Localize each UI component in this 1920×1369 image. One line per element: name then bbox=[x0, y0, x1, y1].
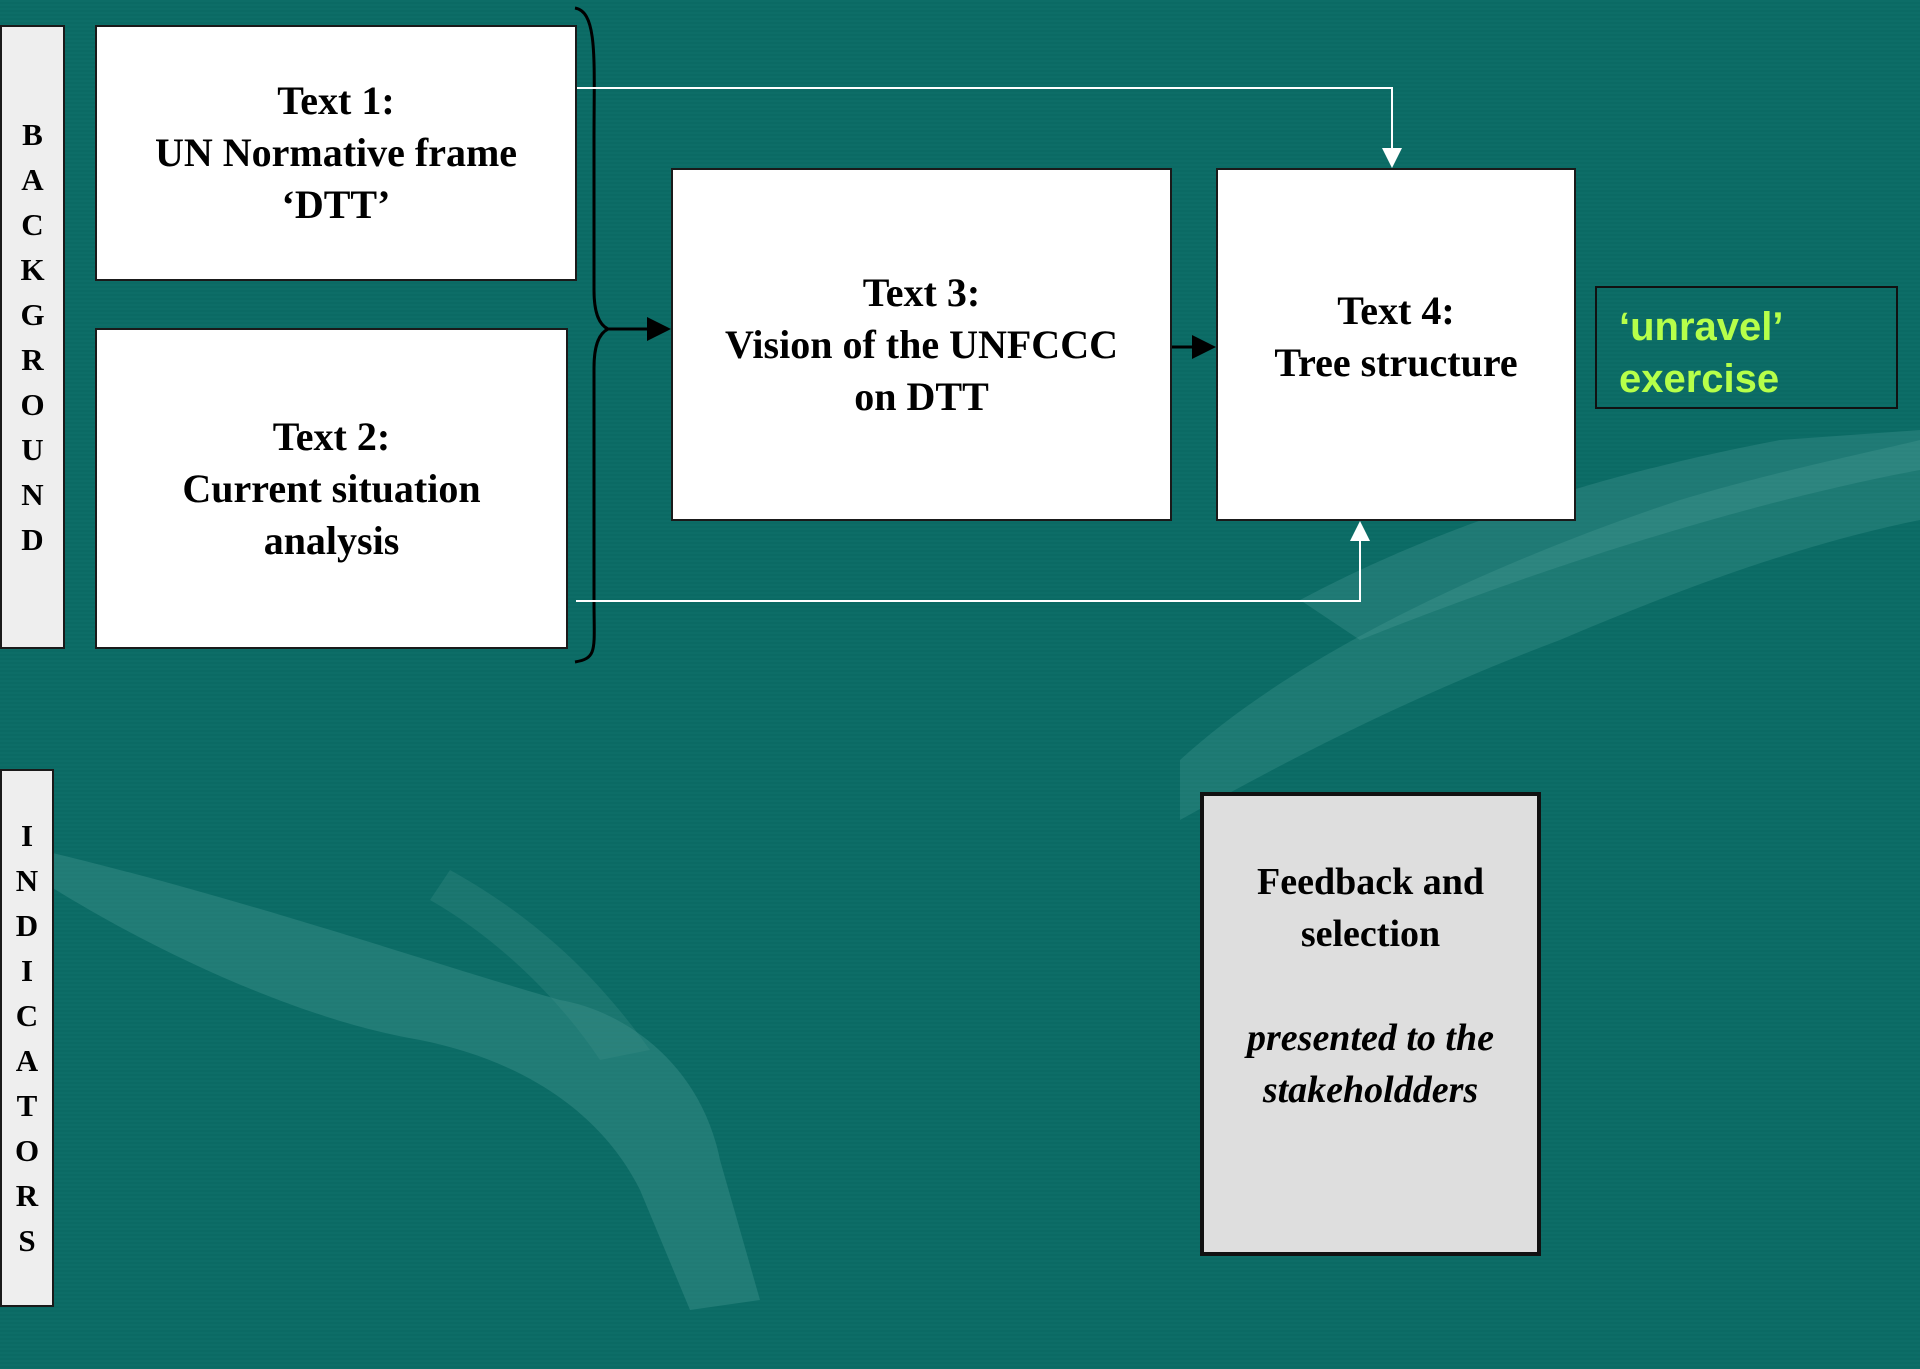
feedback-subtext: presented to the bbox=[1247, 1017, 1494, 1059]
text3-line: Vision of the UNFCCC bbox=[725, 321, 1118, 367]
text1-title: Text 1: bbox=[277, 78, 395, 123]
letter: A bbox=[15, 1043, 39, 1078]
letter: O bbox=[14, 1133, 40, 1168]
letter: N bbox=[21, 477, 44, 512]
letter: A bbox=[21, 162, 44, 197]
letter: D bbox=[15, 908, 39, 943]
letter: R bbox=[15, 1178, 39, 1213]
letter: R bbox=[21, 342, 44, 377]
side-label-indicators: I N D I C A T O R S bbox=[0, 769, 54, 1307]
letter: D bbox=[21, 522, 44, 557]
letter: N bbox=[15, 863, 39, 898]
letter: G bbox=[20, 297, 45, 332]
text2-line: analysis bbox=[263, 517, 400, 563]
letter: K bbox=[20, 252, 45, 287]
text4-box: Text 4: Tree structure bbox=[1216, 168, 1576, 521]
text2-line: Current situation bbox=[182, 465, 481, 511]
unravel-line: exercise bbox=[1619, 357, 1780, 401]
feedback-heading: selection bbox=[1300, 913, 1441, 955]
unravel-line: ‘unravel’ bbox=[1619, 305, 1784, 349]
letter: C bbox=[15, 998, 39, 1033]
text4-title: Text 4: bbox=[1337, 288, 1455, 333]
text1-line: ‘DTT’ bbox=[281, 182, 391, 227]
letter: B bbox=[22, 117, 43, 152]
text2-box: Text 2: Current situation analysis bbox=[95, 328, 568, 649]
text2-title: Text 2: bbox=[272, 413, 391, 459]
letter: I bbox=[20, 953, 34, 988]
letter: U bbox=[21, 432, 44, 467]
feedback-subtext: stakeholdders bbox=[1262, 1069, 1479, 1111]
letter: O bbox=[20, 387, 45, 422]
letter: I bbox=[20, 818, 34, 853]
letter: T bbox=[16, 1088, 38, 1123]
text1-box: Text 1: UN Normative frame ‘DTT’ bbox=[95, 25, 577, 281]
feedback-heading: Feedback and bbox=[1257, 861, 1484, 903]
side-label-background: B A C K G R O U N D bbox=[0, 25, 65, 649]
text3-line: on DTT bbox=[854, 373, 989, 419]
text1-line: UN Normative frame bbox=[154, 130, 518, 175]
letter: S bbox=[18, 1223, 36, 1258]
unravel-exercise-label: ‘unravel’ exercise bbox=[1595, 286, 1898, 409]
text4-line: Tree structure bbox=[1274, 340, 1518, 385]
text3-box: Text 3: Vision of the UNFCCC on DTT bbox=[671, 168, 1172, 521]
letter: C bbox=[21, 207, 44, 242]
text3-title: Text 3: bbox=[862, 269, 981, 315]
feedback-selection-box: Feedback and selection presented to the … bbox=[1200, 792, 1541, 1256]
